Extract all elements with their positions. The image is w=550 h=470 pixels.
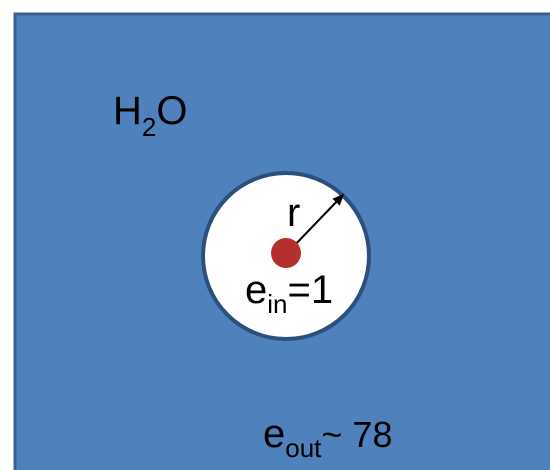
inner-permittivity-label: ein=1 <box>245 268 333 319</box>
outer-permittivity-tail: ~ 78 <box>321 414 392 455</box>
outer-permittivity-main: e <box>263 412 285 456</box>
inner-permittivity-subscript: in <box>267 289 287 319</box>
solvent-label-main: H <box>113 89 142 133</box>
solvent-label-subscript: 2 <box>142 112 156 142</box>
outer-permittivity-label: eout~ 78 <box>263 412 392 463</box>
radius-label: r <box>287 191 300 235</box>
solvent-label-tail: O <box>156 89 187 133</box>
radius-arrow <box>289 193 345 251</box>
inner-permittivity-tail: =1 <box>288 268 334 312</box>
solvent-label: H2O <box>113 89 187 142</box>
inner-permittivity-main: e <box>245 268 267 312</box>
ion-sphere <box>271 238 301 268</box>
outer-permittivity-subscript: out <box>285 433 322 463</box>
